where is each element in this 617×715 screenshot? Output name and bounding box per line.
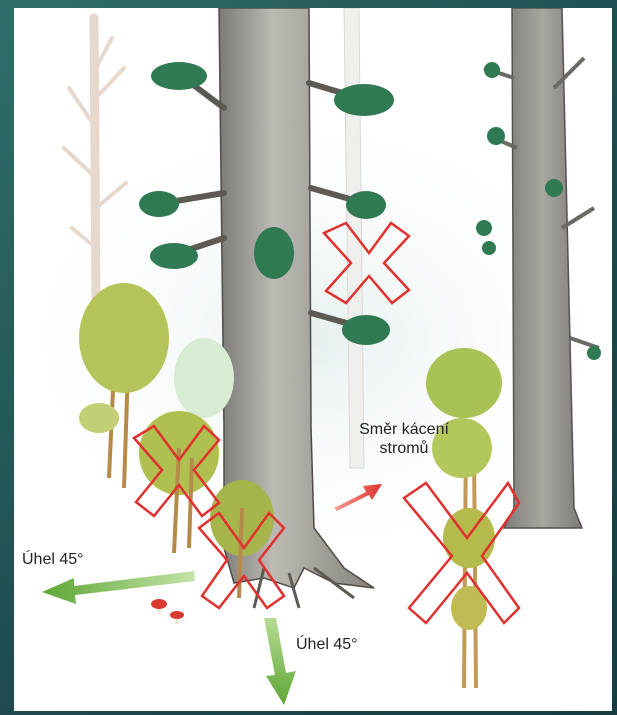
felling-direction-label: Směr kácení stromů — [344, 420, 464, 458]
felling-direction-line-2: stromů — [344, 439, 464, 458]
mushroom-icon — [151, 599, 184, 624]
illustration-panel: Směr kácení stromů Úhel 45° Úhel 45° — [14, 8, 612, 711]
forest-illustration — [14, 8, 612, 711]
felling-direction-line-1: Směr kácení — [344, 420, 464, 439]
angle-arrow-down-icon — [264, 618, 296, 705]
angle-arrow-left-icon — [42, 571, 195, 604]
angle-label-down: Úhel 45° — [296, 635, 358, 654]
angle-label-left: Úhel 45° — [22, 550, 84, 569]
